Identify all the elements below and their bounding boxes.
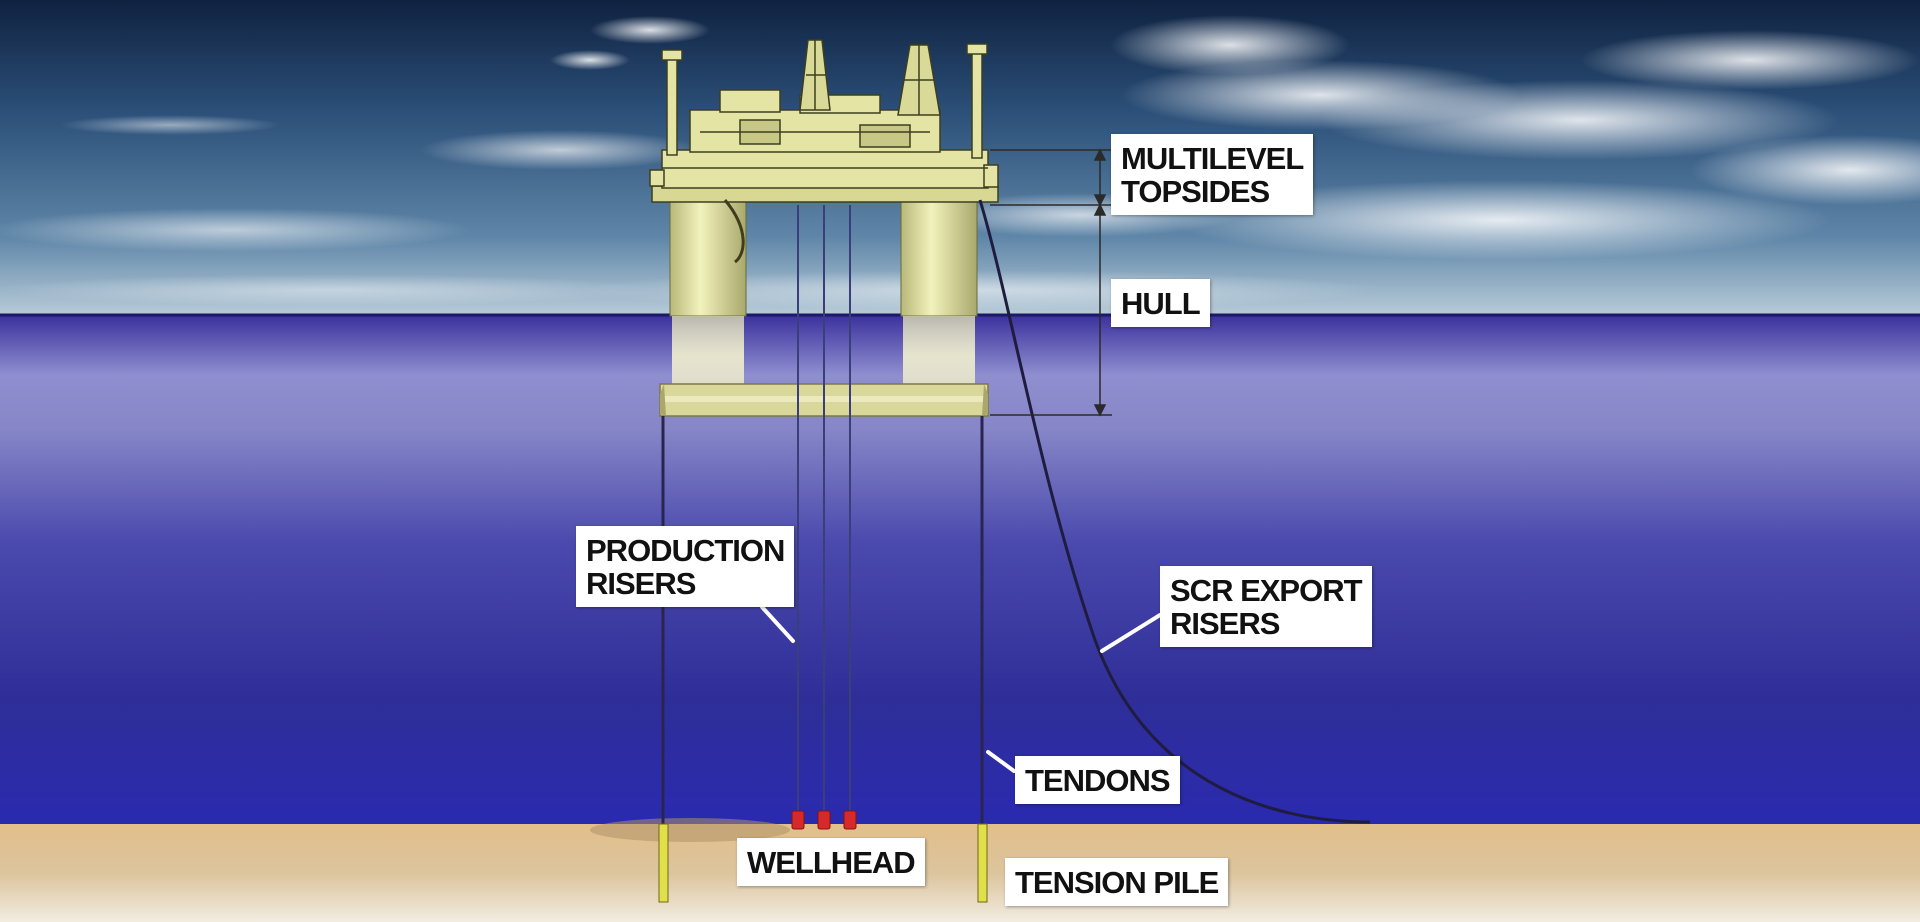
dimension-lines (990, 148, 1112, 417)
label-tension-pile: TENSION PILE (1005, 858, 1229, 906)
tension-piles (658, 823, 988, 903)
pointer-production-risers (760, 605, 795, 643)
label-hull: HULL (1111, 279, 1210, 327)
label-production-risers: PRODUCTION RISERS (576, 526, 795, 607)
production-risers (797, 205, 851, 815)
label-multilevel-topsides: MULTILEVEL TOPSIDES (1111, 134, 1314, 215)
tension-pile-right (977, 823, 988, 903)
label-tendons: TENDONS (1015, 756, 1180, 804)
label-scr-export-risers: SCR EXPORT RISERS (1160, 566, 1372, 647)
hull-column-left (669, 197, 747, 317)
hull-column-right (900, 197, 978, 317)
pointer-scr-export-risers (1100, 613, 1162, 653)
hull (659, 197, 989, 417)
pointer-tendons (986, 750, 1016, 773)
label-wellhead: WELLHEAD (737, 838, 925, 886)
seabed-mound (590, 818, 790, 842)
wellhead-units (791, 810, 857, 830)
seabed (0, 824, 1920, 922)
tension-pile-left (658, 823, 669, 903)
pointer-lines (760, 605, 1162, 773)
topsides (649, 39, 999, 264)
scr-export-riser (978, 199, 1371, 824)
tendons (661, 416, 984, 826)
